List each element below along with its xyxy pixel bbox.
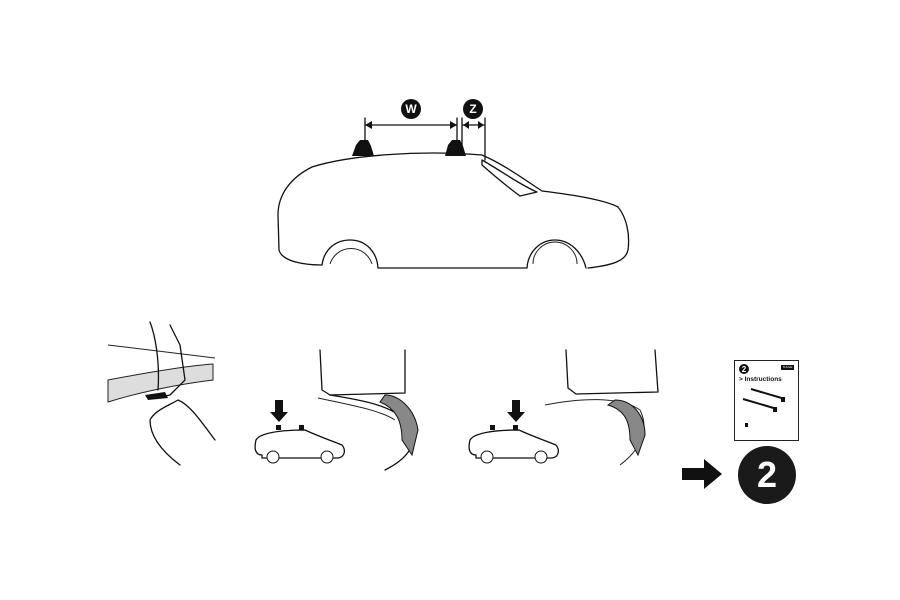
roof-foot-front [445, 140, 466, 156]
dimension-label-w: W [401, 99, 421, 119]
foot-installed-closeup-1 [317, 349, 419, 471]
dimension-w-arrow [364, 117, 458, 147]
booklet-number: 2 [739, 364, 749, 374]
instructions-booklet-2: 2 THULE > Instructions [734, 360, 799, 441]
dimension-label-z: Z [463, 99, 483, 119]
roof-foot-rear [352, 140, 374, 156]
dimension-z-arrow [461, 117, 486, 161]
roof-bars-icon [742, 388, 786, 427]
booklet-logo: THULE [781, 365, 794, 370]
hand-tool-illustration [107, 321, 216, 466]
mini-car-with-arrow-2 [468, 400, 559, 464]
right-arrow-icon [682, 459, 722, 489]
foot-installed-closeup-2 [544, 349, 659, 466]
next-step-number: 2 [738, 446, 796, 504]
booklet-title: > Instructions [739, 376, 782, 383]
mini-car-with-arrow-1 [254, 400, 345, 464]
car-side-view [277, 152, 630, 269]
